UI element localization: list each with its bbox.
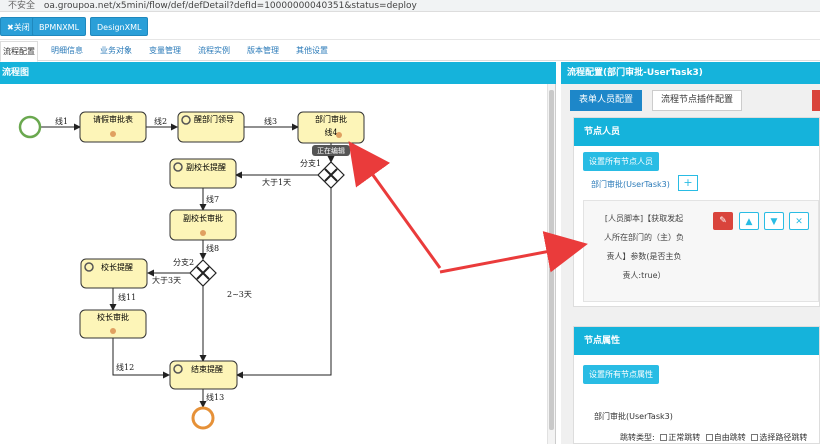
gear-icon: [84, 262, 94, 272]
tab-detail-info[interactable]: 明细信息: [51, 46, 83, 55]
gear-icon: [173, 162, 183, 172]
move-down-icon[interactable]: ▼: [764, 212, 784, 230]
edge-label-2: 线2: [154, 116, 167, 126]
task-end-remind[interactable]: 结束提醒: [169, 360, 238, 390]
task-leave-form-label: 请假审批表: [93, 114, 133, 124]
gear-icon: [173, 364, 183, 374]
task-remind-dept-leader[interactable]: 醒部门领导: [177, 111, 245, 143]
red-tab-button[interactable]: [812, 90, 820, 111]
top-toolbar: ✖关闭 BPMNXML DesignXML: [0, 13, 820, 40]
edge-label-23: 2~3天: [227, 290, 252, 299]
edge-default[interactable]: [236, 188, 332, 379]
task-principal-remind-label: 校长提醒: [101, 262, 133, 272]
task-remind-dept-leader-label: 醒部门领导: [194, 114, 234, 124]
task-vice-principal-remind[interactable]: 副校长提醒: [169, 158, 237, 189]
tab-form-user-config[interactable]: 表单人员配置: [570, 90, 643, 111]
edit-icon[interactable]: ✎: [713, 212, 733, 230]
jump-type-label: 跳转类型:: [620, 433, 655, 442]
flow-edges: [41, 123, 335, 408]
task-leave-form[interactable]: 请假审批表: [79, 111, 147, 143]
flow-diagram-header: 流程图: [0, 62, 556, 84]
task-vice-principal-approval-label: 副校长审批: [183, 213, 223, 223]
gateway-1-label: 分支1: [300, 158, 321, 168]
tab-flow-config[interactable]: 流程配置: [0, 41, 38, 62]
option-path-jump[interactable]: 选择路径跳转: [759, 433, 808, 442]
task-vice-principal-approval[interactable]: 副校长审批: [169, 209, 237, 241]
node-users-header: 节点人员: [574, 118, 819, 146]
start-event[interactable]: [18, 115, 42, 139]
checkbox-path-jump[interactable]: [751, 434, 759, 441]
tab-other-settings[interactable]: 其他设置: [296, 46, 328, 55]
url-text[interactable]: oa.groupoa.net/x5mini/flow/def/defDetail…: [43, 1, 417, 11]
option-normal-jump[interactable]: 正常跳转: [668, 433, 701, 442]
browser-address-bar[interactable]: 不安全 oa.groupoa.net/x5mini/flow/def/defDe…: [0, 0, 820, 12]
edge-label-11: 线11: [118, 292, 136, 302]
flow-config-panel: 流程配置(部门审批-UserTask3) 表单人员配置 流程节点插件配置 节点人…: [561, 62, 820, 444]
editing-badge: 正在编辑: [312, 145, 350, 156]
end-event[interactable]: [191, 406, 215, 430]
props-task-label: 部门审批(UserTask3): [594, 412, 673, 421]
tab-node-plugin-config[interactable]: 流程节点插件配置: [652, 90, 743, 111]
edge-label-7: 线7: [206, 194, 219, 204]
tab-business-object[interactable]: 业务对象: [100, 46, 132, 55]
set-all-node-users-button[interactable]: 设置所有节点人员: [583, 152, 659, 171]
user-icon: [110, 131, 116, 137]
main-tabs: 流程配置 明细信息 业务对象 变量管理 流程实例 版本管理 其他设置: [0, 41, 820, 62]
task-dept-approval[interactable]: 部门审批 线4: [297, 111, 365, 144]
tab-variables[interactable]: 变量管理: [149, 46, 181, 55]
gateway-branch-2[interactable]: [189, 259, 217, 287]
add-user-button[interactable]: +: [678, 175, 698, 191]
task-dept-approval-label: 部门审批: [315, 114, 347, 124]
move-up-icon[interactable]: ▲: [739, 212, 759, 230]
security-indicator[interactable]: 不安全: [8, 1, 36, 11]
task-principal-remind[interactable]: 校长提醒: [80, 258, 148, 289]
edge-label-8: 线8: [206, 243, 219, 253]
edge-label-5: 大于1天: [262, 177, 291, 187]
node-users-section: 节点人员 设置所有节点人员 部门审批(UserTask3) + [人员脚本]【获…: [573, 117, 820, 307]
checkbox-normal-jump[interactable]: [660, 434, 668, 441]
task-principal-approval-label: 校长审批: [97, 312, 129, 322]
tab-flow-instances[interactable]: 流程实例: [198, 46, 230, 55]
editing-badge-text: 正在编辑: [317, 146, 345, 155]
flow-config-header: 流程配置(部门审批-UserTask3): [561, 62, 820, 84]
task-principal-approval[interactable]: 校长审批: [79, 309, 147, 339]
edge-label-10: 大于3天: [152, 275, 181, 285]
task-dept-approval-sublabel: 线4: [324, 127, 337, 137]
condition-line-1: [人员脚本]【获取发起: [604, 214, 684, 223]
gear-icon: [181, 115, 191, 125]
option-free-jump[interactable]: 自由跳转: [713, 433, 746, 442]
user-icon: [110, 328, 116, 334]
edge-label-12: 线12: [116, 362, 134, 372]
designxml-button[interactable]: DesignXML: [90, 17, 149, 36]
edge-label-13: 线13: [206, 392, 224, 402]
condition-line-3: 责人】参数(是否主负: [606, 252, 682, 261]
node-props-section: 节点属性 设置所有节点属性 部门审批(UserTask3) 跳转类型: 正常跳转…: [573, 326, 820, 444]
condition-line-2: 人所在部门的（主）负: [604, 233, 684, 242]
checkbox-free-jump[interactable]: [705, 434, 713, 441]
gateway-2-label: 分支2: [173, 257, 194, 267]
user-condition-box: [人员脚本]【获取发起 人所在部门的（主）负 责人】参数(是否主负 责人:tru…: [583, 200, 819, 302]
gateway-branch-1[interactable]: [317, 161, 345, 189]
task-end-remind-label: 结束提醒: [191, 364, 223, 374]
user-icon: [336, 132, 342, 138]
delete-icon[interactable]: ✕: [789, 212, 809, 230]
task-vice-principal-remind-label: 副校长提醒: [186, 162, 226, 172]
set-all-node-props-button[interactable]: 设置所有节点属性: [583, 365, 659, 384]
edge-12[interactable]: [112, 338, 170, 379]
jump-type-row: 跳转类型: 正常跳转 自由跳转 选择路径跳转: [620, 432, 807, 443]
tab-versions[interactable]: 版本管理: [247, 46, 279, 55]
bpmnxml-button[interactable]: BPMNXML: [32, 17, 87, 36]
task-link-usertask3[interactable]: 部门审批(UserTask3): [591, 180, 670, 189]
edge-label-3: 线3: [264, 116, 277, 126]
edge-label-1: 线1: [55, 116, 68, 126]
condition-line-4: 责人:true）: [622, 271, 666, 280]
flow-diagram-canvas: 请假审批表 醒部门领导 部门审批 线4 正在编辑 副校长提醒 副校长审批: [18, 111, 365, 430]
node-props-header: 节点属性: [574, 327, 819, 355]
user-icon: [200, 230, 206, 236]
